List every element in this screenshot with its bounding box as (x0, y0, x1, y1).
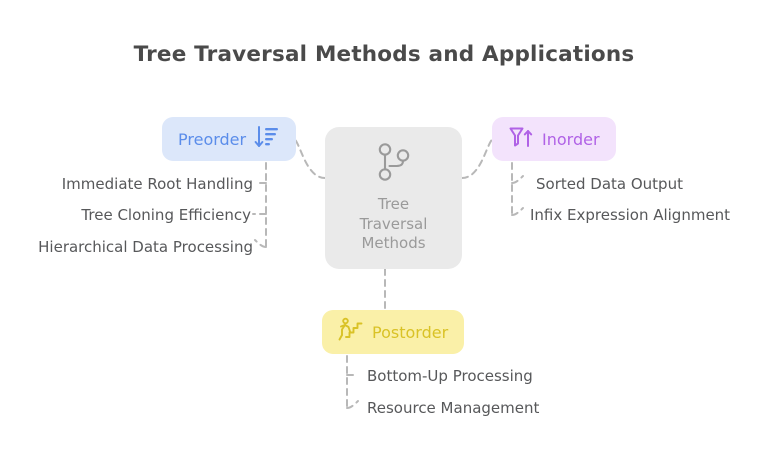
center-node-label-line-2: Traversal (359, 214, 428, 233)
branch-label-preorder: Preorder (178, 129, 247, 149)
sort-descending-icon (254, 124, 280, 154)
branch-node-inorder[interactable]: Inorder (492, 117, 616, 161)
leaf-preorder-1: Tree Cloning Efficiency (81, 206, 251, 224)
edge-inorder-item-0 (511, 175, 524, 184)
git-branch-icon (377, 142, 411, 186)
branch-node-preorder[interactable]: Preorder (162, 117, 297, 161)
center-node-label-line-3: Methods (361, 234, 426, 253)
leaf-inorder-1: Infix Expression Alignment (530, 206, 731, 224)
edge-center-inorder (461, 137, 495, 179)
leaf-postorder-0: Bottom-Up Processing (367, 367, 533, 385)
center-node-label: Tree Traversal Methods (360, 195, 428, 255)
branch-node-postorder[interactable]: Postorder (322, 310, 465, 354)
leaf-preorder-2: Hierarchical Data Processing (38, 238, 253, 256)
person-descending-stairs-icon (338, 317, 364, 347)
edge-inorder-item-1 (511, 207, 524, 216)
center-node-label-line-1: Tree (377, 194, 410, 213)
leaf-inorder-0: Sorted Data Output (536, 175, 683, 193)
leaf-postorder-1: Resource Management (367, 399, 540, 417)
branch-label-inorder: Inorder (542, 129, 600, 149)
center-node-tree-traversal-methods[interactable]: Tree Traversal Methods (325, 127, 462, 269)
leaf-preorder-0: Immediate Root Handling (61, 175, 253, 193)
edge-preorder-item-2 (254, 239, 267, 248)
funnel-up-arrow-icon (508, 124, 534, 154)
edge-postorder-item-1 (346, 400, 359, 409)
page-title: Tree Traversal Methods and Applications (133, 42, 635, 67)
branch-label-postorder: Postorder (372, 322, 449, 342)
edge-center-preorder (292, 137, 326, 179)
